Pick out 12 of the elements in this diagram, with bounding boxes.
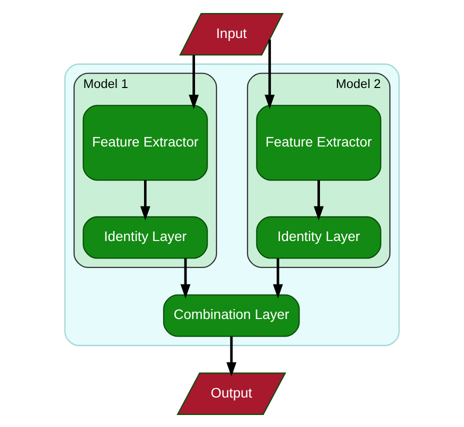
arrow <box>226 336 236 376</box>
node-box: Identity Layer <box>256 216 382 258</box>
node-box: Combination Layer <box>163 294 300 336</box>
arrow <box>272 258 283 298</box>
node-box: Identity Layer <box>82 216 208 258</box>
node-box: Feature Extractor <box>256 104 382 180</box>
node-box: Feature Extractor <box>82 104 208 180</box>
arrow <box>140 180 150 220</box>
arrow <box>264 39 275 108</box>
arrow <box>180 258 190 298</box>
arrow <box>314 180 324 220</box>
cluster <box>64 63 400 346</box>
